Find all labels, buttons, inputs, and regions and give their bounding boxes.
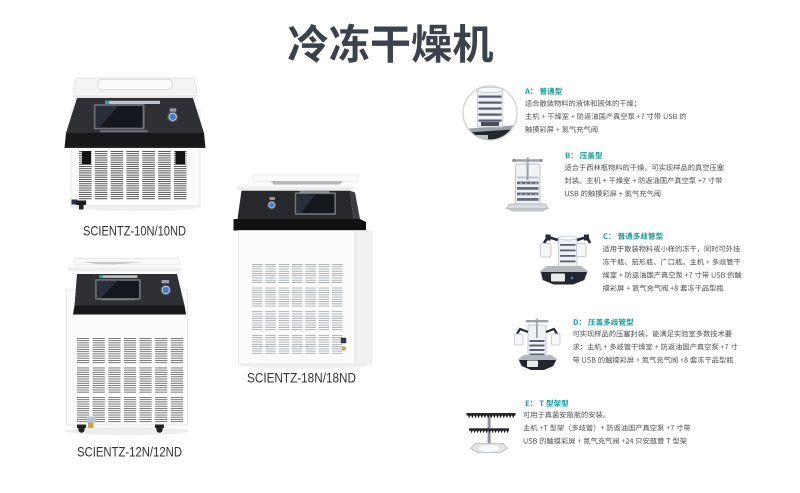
svg-text:SCIENTZ-18N/18ND: SCIENTZ-18N/18ND (247, 371, 356, 386)
svg-text:SCIENTZ-10N/10ND: SCIENTZ-10N/10ND (83, 224, 186, 239)
svg-text:SCIENTZ-12N/12ND: SCIENTZ-12N/12ND (77, 445, 182, 460)
